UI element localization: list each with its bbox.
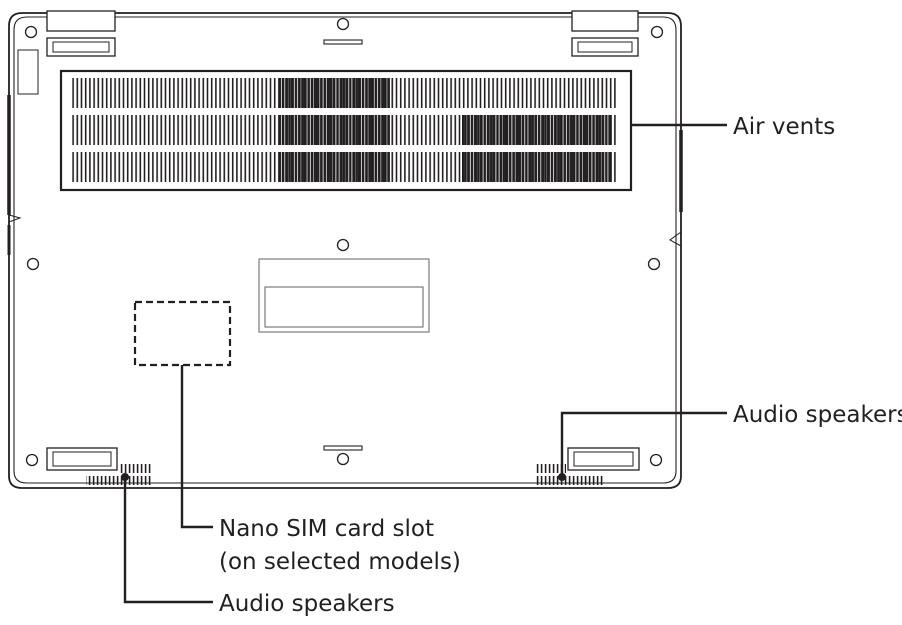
speaker-grill-right-bottom bbox=[536, 476, 604, 485]
screws bbox=[24, 17, 664, 467]
foot-top-right-inner bbox=[577, 41, 633, 53]
screw-bottom-left bbox=[25, 453, 39, 467]
speaker-grill-left-top bbox=[119, 464, 151, 473]
inner-outline bbox=[13, 16, 677, 484]
label-audio-speakers-right: Audio speakers bbox=[733, 402, 902, 428]
speaker-grill-right-top bbox=[536, 464, 566, 473]
vent-row-3-dense-b bbox=[462, 152, 612, 182]
foot-top-left-inner bbox=[52, 41, 110, 53]
dot-speaker-left bbox=[121, 473, 129, 481]
vent-row-1-dense bbox=[278, 78, 390, 108]
nano-sim-slot bbox=[133, 300, 232, 367]
bottom-feet bbox=[46, 447, 640, 471]
foot-top-left bbox=[46, 37, 116, 57]
top-center-slot bbox=[323, 39, 363, 45]
air-vent-slots bbox=[70, 78, 618, 182]
label-nano-sim-line1: Nano SIM card slot bbox=[219, 516, 434, 542]
hinge-right bbox=[571, 10, 639, 32]
service-panel bbox=[258, 258, 430, 333]
screw-top-left bbox=[24, 25, 38, 39]
screw-bottom-right bbox=[649, 453, 663, 467]
screw-bottom-center bbox=[336, 452, 350, 466]
leader-audio-speakers-left bbox=[123, 477, 213, 604]
label-air-vents: Air vents bbox=[733, 114, 835, 140]
foot-bottom-left-inner bbox=[52, 451, 112, 467]
left-side-port bbox=[17, 49, 39, 95]
speaker-grills bbox=[86, 464, 604, 485]
label-audio-speakers-left: Audio speakers bbox=[219, 591, 395, 617]
leader-audio-speakers-right bbox=[560, 411, 727, 477]
screw-top-right bbox=[650, 25, 664, 39]
air-vent-frame bbox=[59, 69, 633, 192]
foot-bottom-left bbox=[46, 447, 118, 471]
outer-outline bbox=[8, 12, 682, 489]
dot-speaker-right bbox=[558, 473, 566, 481]
hinge-left bbox=[46, 10, 116, 32]
screw-mid-left bbox=[26, 257, 40, 271]
screw-top-center bbox=[336, 17, 350, 31]
right-side-notch bbox=[669, 231, 682, 247]
service-panel-inner bbox=[264, 286, 424, 328]
speaker-grill-left-bottom bbox=[86, 476, 151, 485]
foot-bottom-right-inner bbox=[573, 451, 634, 467]
callout-dots bbox=[121, 473, 566, 481]
screw-mid-right bbox=[647, 257, 661, 271]
leader-nano-sim bbox=[180, 365, 213, 529]
vent-row-3-dense-a bbox=[278, 152, 390, 182]
laptop-body bbox=[7, 10, 683, 489]
label-nano-sim-line2: (on selected models) bbox=[219, 549, 461, 575]
callout-lines bbox=[123, 123, 727, 604]
left-side-notch bbox=[8, 214, 22, 223]
vent-row-2-dense-b bbox=[462, 115, 612, 145]
service-panel-outer bbox=[258, 258, 430, 333]
foot-top-right bbox=[571, 37, 639, 57]
foot-bottom-right bbox=[567, 447, 640, 471]
vent-row-2-dense-a bbox=[278, 115, 390, 145]
bottom-center-slot bbox=[323, 445, 363, 451]
screw-mid-center bbox=[336, 238, 350, 252]
